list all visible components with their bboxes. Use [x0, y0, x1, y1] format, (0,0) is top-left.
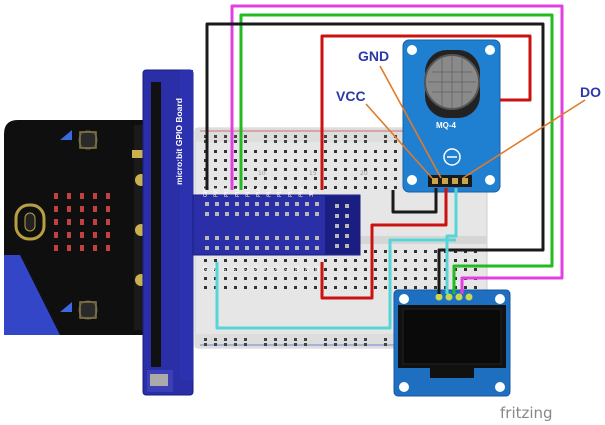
led-matrix	[54, 193, 110, 251]
led	[80, 245, 84, 251]
led	[93, 206, 97, 212]
led	[93, 232, 97, 238]
led	[93, 245, 97, 251]
row-number-10: 10	[258, 170, 266, 177]
led	[67, 245, 71, 251]
gpio-pin-label: P14	[256, 188, 262, 197]
gpio-pin-header	[205, 202, 349, 250]
label-gnd: GND	[358, 48, 389, 64]
led	[67, 232, 71, 238]
gpio-board-label: micro:bit GPIO Board	[174, 98, 184, 185]
microbit-board	[4, 120, 150, 335]
gpio-pin-label: 3V	[315, 265, 321, 272]
led	[54, 206, 58, 212]
led	[106, 219, 110, 225]
led	[80, 232, 84, 238]
gpio-pin-label: P1	[223, 266, 229, 272]
led	[106, 193, 110, 199]
led	[54, 232, 58, 238]
logo-icon	[14, 203, 46, 241]
led	[106, 206, 110, 212]
label-do: DO	[580, 84, 601, 100]
button-b	[78, 300, 98, 320]
gpio-pin-label: P4	[254, 266, 260, 272]
led	[54, 245, 58, 251]
led	[106, 245, 110, 251]
mq4-sensor-module: MQ-4	[402, 39, 501, 193]
led	[54, 193, 58, 199]
led	[67, 219, 71, 225]
gpio-pin-label: P2	[234, 266, 240, 272]
gpio-pin-label: P13	[267, 188, 273, 197]
wire-red-board	[320, 188, 448, 300]
label-vcc: VCC	[336, 88, 366, 104]
button-a	[78, 130, 98, 150]
wire-red-vcc	[320, 34, 532, 190]
wires	[205, 4, 564, 330]
oled-display-module	[393, 289, 511, 397]
gpio-pin-label: GND	[203, 185, 209, 197]
led	[80, 206, 84, 212]
gpio-pin-label: 5V	[203, 265, 209, 272]
gpio-pin-label: P12	[277, 188, 283, 197]
fritzing-watermark: fritzing	[500, 404, 553, 422]
led	[80, 193, 84, 199]
row-number-15: 15	[309, 170, 317, 177]
sensor-model-label: MQ-4	[436, 121, 457, 130]
led	[80, 219, 84, 225]
gpio-pin-label: P6	[274, 266, 280, 272]
gpio-pin-label: P3	[244, 266, 250, 272]
led	[54, 219, 58, 225]
wire-black-top	[205, 22, 545, 294]
gpio-pin-label: P16	[235, 188, 241, 197]
gpio-pin-label: P11	[288, 188, 294, 197]
wire-green	[239, 13, 554, 294]
gpio-pin-label: P10	[298, 188, 304, 197]
led	[67, 206, 71, 212]
row-number-20: 20	[360, 170, 368, 177]
gpio-pin-label: P15	[245, 188, 251, 197]
gpio-pin-label: P8	[295, 266, 301, 272]
led	[106, 232, 110, 238]
led	[93, 219, 97, 225]
gpio-pin-label: P5	[264, 266, 270, 272]
gpio-pin-label: P20	[214, 188, 220, 197]
led	[67, 193, 71, 199]
gpio-pin-label: P19	[224, 188, 230, 197]
led	[93, 193, 97, 199]
wire-magenta	[230, 4, 564, 294]
annotation-pointers	[365, 65, 586, 179]
gpio-pin-label: P7	[285, 266, 291, 272]
potentiometer-icon	[443, 148, 461, 166]
wire-cyan-bottom	[215, 238, 456, 330]
gpio-pin-label: 3V	[309, 190, 315, 197]
gpio-pin-label: P9	[305, 266, 311, 272]
wire-cyan-top	[445, 188, 458, 294]
wire-black-gnd	[391, 188, 438, 214]
